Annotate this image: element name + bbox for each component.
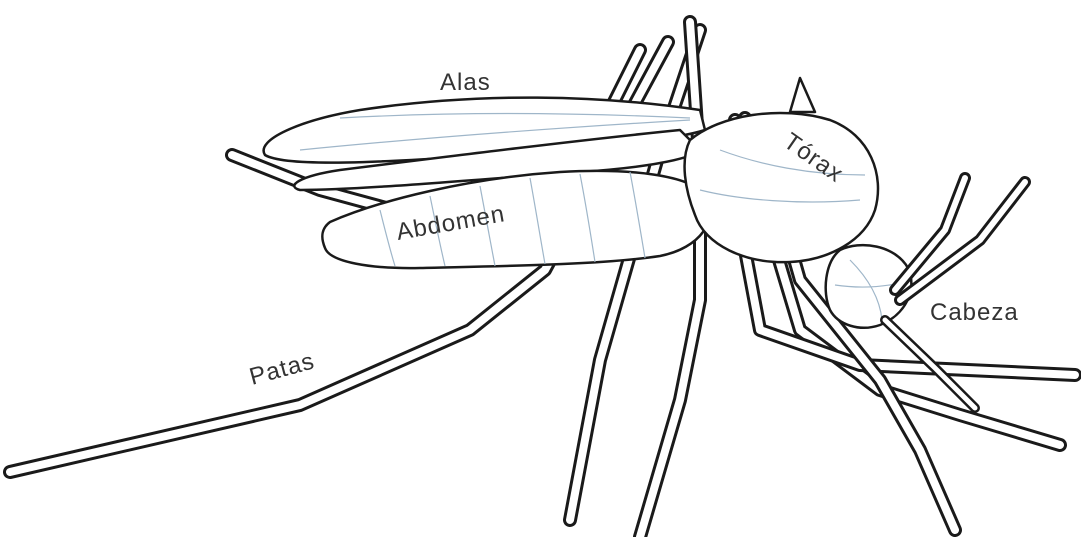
thorax [685, 78, 878, 262]
label-wings: Alas [440, 69, 491, 96]
antennae [895, 178, 1025, 300]
label-head: Cabeza [930, 299, 1019, 326]
label-legs: Patas [247, 348, 318, 391]
